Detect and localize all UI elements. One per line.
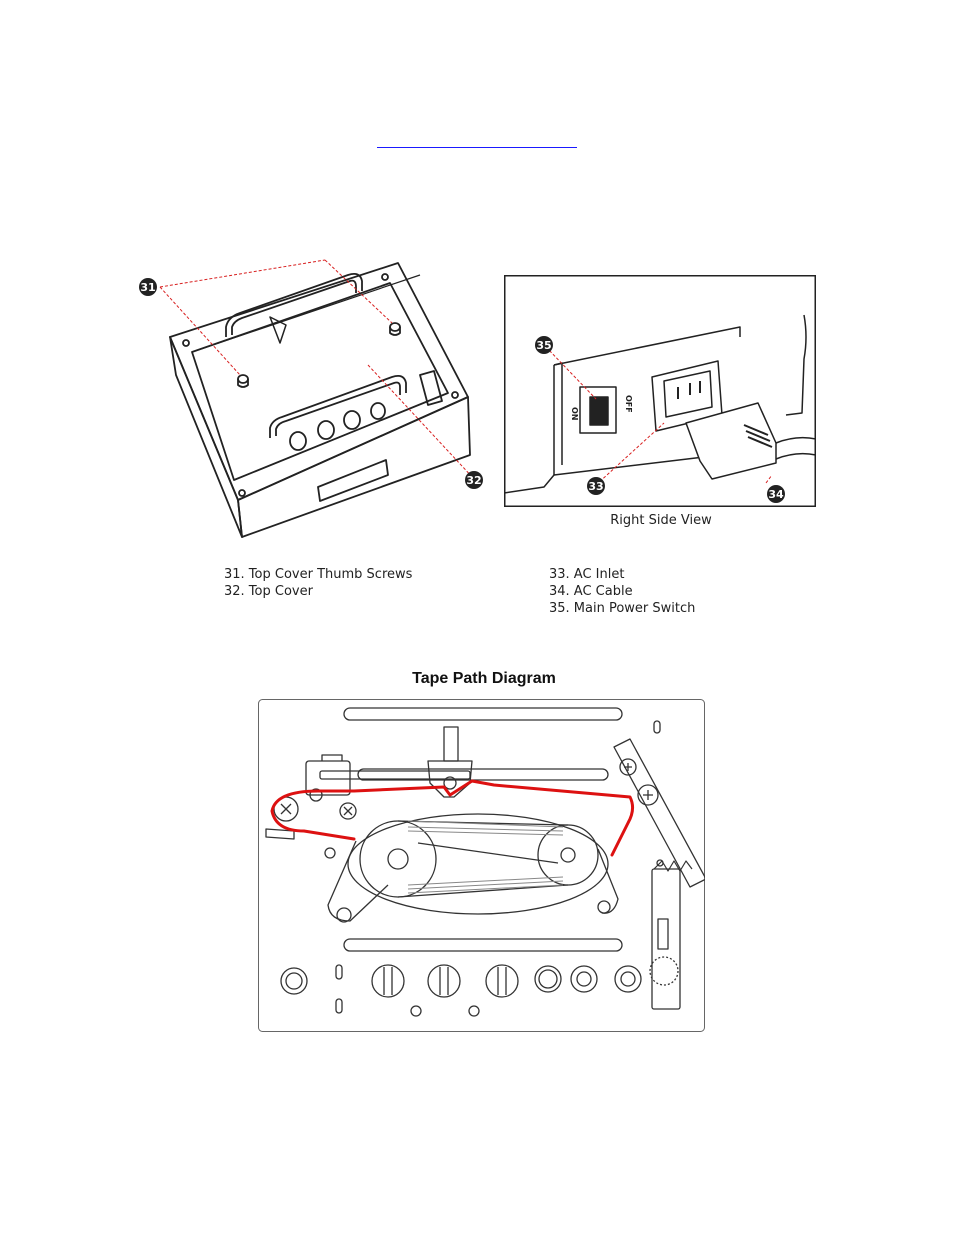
- svg-text:33: 33: [588, 480, 603, 493]
- svg-text:32: 32: [466, 474, 481, 487]
- switch-on-label: ON: [570, 407, 579, 421]
- callout-34-badge: 34: [767, 485, 785, 503]
- callout-31-badge: 31: [139, 278, 157, 296]
- callout-35-badge: 35: [535, 336, 553, 354]
- callout-32-badge: 32: [465, 471, 483, 489]
- switch-off-label: OFF: [624, 395, 633, 413]
- right-side-view-illustration: ON OFF 35 33 34: [504, 275, 816, 507]
- legend-item-33: 33. AC Inlet: [549, 567, 625, 582]
- device-isometric-illustration: 31 32: [139, 259, 483, 538]
- legend-item-34: 34. AC Cable: [549, 584, 633, 599]
- legend-item-32: 32. Top Cover: [224, 584, 313, 599]
- tape-path-line: [270, 779, 635, 857]
- svg-text:31: 31: [140, 281, 155, 294]
- tape-path-diagram: [258, 699, 705, 1032]
- tape-path-title: Tape Path Diagram: [412, 670, 556, 687]
- legend-left: 31. Top Cover Thumb Screws 32. Top Cover: [224, 566, 412, 600]
- legend-right: 33. AC Inlet 34. AC Cable 35. Main Power…: [549, 566, 695, 617]
- legend-item-35: 35. Main Power Switch: [549, 601, 696, 616]
- hyperlink-underline[interactable]: [377, 147, 577, 148]
- legend-item-31: 31. Top Cover Thumb Screws: [224, 567, 413, 582]
- svg-text:34: 34: [768, 488, 784, 501]
- svg-text:35: 35: [536, 339, 551, 352]
- right-side-view-caption: Right Side View: [610, 513, 712, 528]
- callout-33-badge: 33: [587, 477, 605, 495]
